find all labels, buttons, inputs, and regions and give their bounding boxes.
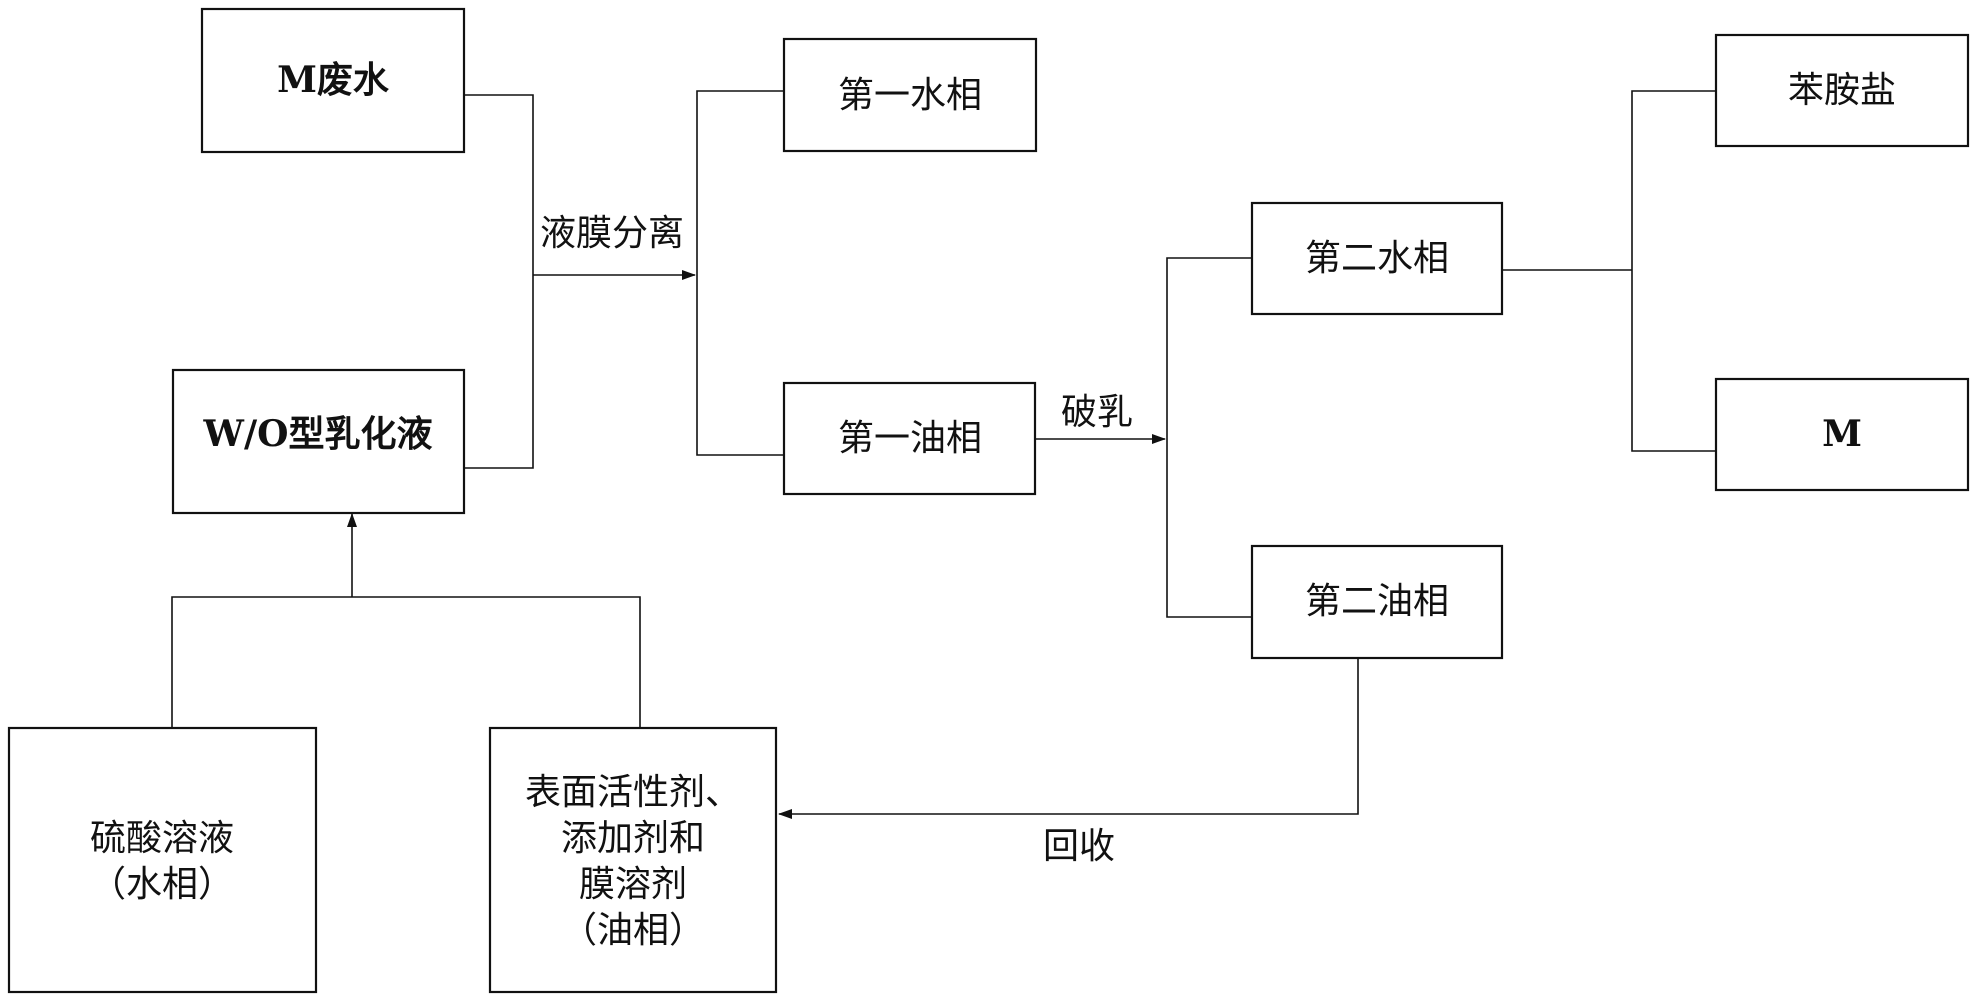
node-m-wastewater-label: M废水 (277, 59, 390, 101)
connector-feed-merge (171, 596, 641, 727)
node-second-water-phase-label: 第二水相 (1305, 238, 1449, 279)
node-surfactant-mix: 表面活性剂、 添加剂和 膜溶剂 （油相） (488, 726, 778, 994)
connector-aniline-m-split (1631, 90, 1716, 452)
node-second-oil-phase-label: 第二油相 (1305, 581, 1449, 622)
node-first-water-phase-label: 第一水相 (838, 75, 982, 116)
node-second-water-phase: 第二水相 (1250, 201, 1504, 316)
node-first-water-phase: 第一水相 (782, 37, 1038, 153)
connector-first-phase-split (696, 90, 784, 456)
connector-m-wastewater (464, 94, 534, 469)
node-m-wastewater: M废水 (200, 7, 466, 154)
node-m-product-label: M (1822, 413, 1862, 455)
connector-second-phase-split (1166, 257, 1252, 618)
edge-label-demulsification: 破乳 (1061, 392, 1133, 433)
node-second-oil-phase: 第二油相 (1250, 544, 1504, 660)
node-first-oil-phase: 第一油相 (782, 381, 1037, 496)
node-aniline-salt: 苯胺盐 (1714, 33, 1970, 148)
node-sulfuric-acid: 硫酸溶液 （水相） (7, 726, 318, 994)
node-surfactant-mix-line-3: 膜溶剂 (579, 864, 687, 905)
node-sulfuric-acid-line-2: （水相） (90, 864, 234, 905)
arrow-recovery (778, 659, 1359, 819)
node-wo-emulsion: W/O型乳化液 (171, 368, 466, 515)
node-surfactant-mix-line-1: 表面活性剂、 (525, 772, 741, 813)
node-sulfuric-acid-line-1: 硫酸溶液 (90, 818, 234, 859)
node-first-oil-phase-label: 第一油相 (838, 418, 982, 459)
node-surfactant-mix-line-4: （油相） (561, 910, 705, 951)
node-m-product: M (1714, 377, 1970, 492)
node-surfactant-mix-line-2: 添加剂和 (561, 818, 705, 859)
edge-label-liquid-membrane-separation: 液膜分离 (540, 213, 684, 254)
edge-label-recovery: 回收 (1043, 826, 1115, 867)
node-aniline-salt-label: 苯胺盐 (1788, 70, 1896, 111)
node-wo-emulsion-label: W/O型乳化液 (203, 413, 433, 455)
